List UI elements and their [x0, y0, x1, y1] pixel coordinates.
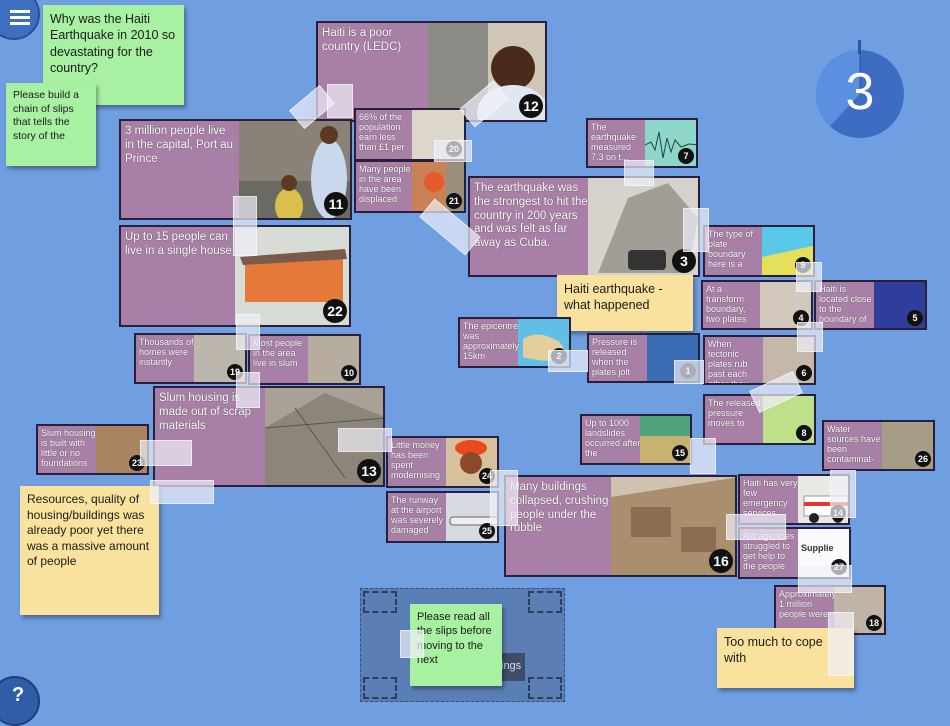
- countdown-timer: 3: [812, 40, 908, 140]
- slip-25[interactable]: The runway at the airport was severely d…: [386, 491, 499, 543]
- tape-strip: [548, 350, 588, 372]
- slip-24[interactable]: Little money has been spent modernising …: [386, 436, 499, 488]
- slip-15[interactable]: Up to 1000 landslides occurred after the…: [580, 414, 692, 465]
- tape-strip: [683, 208, 709, 252]
- tape-strip: [490, 470, 518, 526]
- tape-strip: [236, 314, 260, 350]
- tape-strip: [233, 196, 257, 256]
- tray-corner-tr: [528, 591, 562, 613]
- timer-dial: [816, 50, 904, 138]
- slip-21[interactable]: Many people in the area have been displa…: [354, 160, 466, 213]
- question-note[interactable]: Why was the Haiti Earthquake in 2010 so …: [43, 5, 184, 105]
- question-mark-icon: ?: [12, 684, 25, 706]
- instructions-note[interactable]: Please build a chain of slips that tells…: [6, 83, 96, 166]
- timer-value: 3: [845, 63, 875, 121]
- tape-strip: [236, 372, 260, 408]
- tape-strip: [726, 514, 786, 540]
- tape-strip: [797, 322, 823, 352]
- tape-strip: [796, 262, 822, 292]
- tape-strip: [434, 140, 472, 162]
- what-happened-note[interactable]: Haiti earthquake - what happened: [557, 275, 693, 331]
- tape-strip: [830, 470, 856, 518]
- tape-strip: [400, 630, 424, 658]
- tray-corner-bl: [363, 677, 397, 699]
- tray-corner-br: [528, 677, 562, 699]
- slip-15-image: [640, 416, 690, 463]
- tape-strip: [674, 360, 704, 384]
- slip-23[interactable]: Slum housing is built with little or no …: [36, 424, 149, 475]
- slip-19[interactable]: Thousands of homes were instantly 19: [134, 333, 247, 384]
- supplies-label: Supplie: [801, 543, 834, 553]
- tray-corner-tl: [363, 591, 397, 613]
- slip-3[interactable]: The earthquake was the strongest to hit …: [468, 176, 700, 277]
- tape-strip: [140, 440, 192, 466]
- slip-16[interactable]: Many buildings collapsed, crushing peopl…: [504, 475, 737, 577]
- slip-26[interactable]: Water sources have been contaminat- 26: [822, 420, 935, 471]
- read-all-note[interactable]: Please read all the slips before moving …: [410, 604, 502, 686]
- slip-11[interactable]: 3 million people live in the capital, Po…: [119, 119, 352, 220]
- hamburger-menu-icon: [10, 10, 30, 25]
- slip-7[interactable]: The earthquake measured 7.3 on t... 7: [586, 118, 698, 168]
- help-button[interactable]: ?: [0, 676, 40, 726]
- slip-24-image: [446, 438, 497, 486]
- tape-strip: [798, 565, 852, 593]
- tray-label: ings: [501, 660, 522, 672]
- slip-10[interactable]: Most people in the area live in slum 10: [248, 334, 361, 385]
- tape-strip: [338, 428, 392, 452]
- tape-strip: [327, 84, 353, 118]
- slip-22[interactable]: Up to 15 people can live in a single hou…: [119, 225, 351, 327]
- tape-strip: [828, 612, 854, 676]
- slip-8[interactable]: The released pressure moves to 8: [703, 394, 816, 445]
- resources-note[interactable]: Resources, quality of housing/buildings …: [20, 486, 159, 615]
- timer-marker: [858, 40, 861, 54]
- slip-5[interactable]: Haiti is located close to the boundary o…: [814, 280, 927, 330]
- menu-button[interactable]: [0, 0, 40, 40]
- slip-22-image: [235, 227, 349, 325]
- tape-strip: [150, 480, 214, 504]
- tape-strip: [690, 438, 716, 474]
- tape-strip: [624, 160, 654, 186]
- slip-18[interactable]: Approximately 1 million people were 18: [774, 585, 886, 635]
